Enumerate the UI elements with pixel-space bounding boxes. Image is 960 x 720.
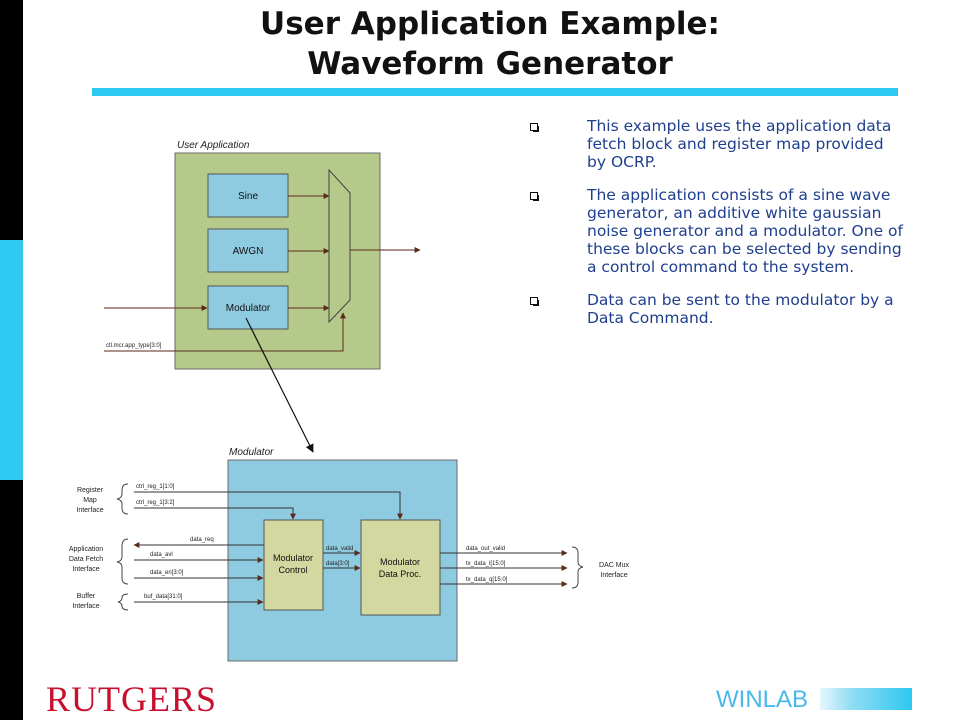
modulator-control-block [263,519,324,611]
modulator-dataproc-label-2: Data Proc. [379,569,422,579]
bullet-box-icon [530,123,539,132]
app-fetch-label-1: Application [69,546,103,553]
app-fetch-label-3: Interface [72,566,99,573]
winlab-logo-bar [820,688,912,710]
bullet-text: The application consists of a sine wave … [587,186,903,276]
ctrl-reg-3-2-line [134,507,296,520]
buffer-label-1: Buffer [77,593,96,600]
app-fetch-brace [116,538,129,585]
data-en-label: data_en[3:0] [150,570,184,576]
left-accent-highlight [0,240,23,480]
user-app-title: User Application [177,140,250,151]
awgn-label: AWGN [233,246,264,257]
tx-data-q-label: tx_data_q[15:0] [466,577,508,583]
sine-label: Sine [238,191,258,202]
data-valid-label: data_valid [326,546,353,552]
buffer-label-2: Interface [72,603,99,610]
mux-select-line [104,312,346,352]
sine-block [207,173,289,218]
modulator-control-label-1: Modulator [273,553,313,563]
bullet-text: Data can be sent to the modulator by a D… [587,291,894,327]
modulator-label: Modulator [226,303,271,314]
title-underline [92,88,898,96]
bullet-item: Data can be sent to the modulator by a D… [530,291,905,327]
buf-data-label: buf_data[31:0] [144,594,183,600]
bullet-item: The application consists of a sine wave … [530,186,905,276]
register-map-label-1: Register [77,487,104,494]
buffer-brace [117,593,129,611]
register-map-label-2: Map [83,497,97,504]
dac-mux-label-1: DAC Mux [599,562,629,569]
rutgers-logo: RUTGERS [46,679,217,719]
bullet-item: This example uses the application data f… [530,117,905,171]
rutgers-logo-text: RUTGERS [46,679,218,719]
register-map-label-3: Interface [76,507,103,514]
modulator-control-label-2: Control [278,565,307,575]
ctrl-reg-1-0-label: ctrl_reg_1[1:0] [136,484,175,490]
dac-mux-label-2: Interface [600,572,627,579]
slide-title-line-1: User Application Example: [260,6,720,42]
register-map-brace [116,483,129,515]
data-out-valid-label: data_out_valid [466,546,505,552]
modulator-detail-title: Modulator [229,447,274,458]
control-signal-label: ctl.mcr.app_type[3:0] [106,343,162,349]
app-fetch-label-2: Data Fetch [69,556,103,563]
tx-data-i-label: tx_data_i[15:0] [466,561,506,567]
slide-title: User Application Example: Waveform Gener… [100,4,880,84]
bullet-box-icon [530,297,539,306]
winlab-logo-text: WINLAB [716,686,809,713]
modulator-dataproc-block [360,519,441,616]
data-avl-label: data_avl [150,552,173,558]
slide-title-line-2: Waveform Generator [307,46,673,82]
mux-shape [328,168,351,324]
data-req-label: data_req [190,537,214,543]
bullet-box-icon [530,192,539,201]
bullet-list: This example uses the application data f… [530,117,905,342]
awgn-block [207,228,289,273]
ctrl-reg-1-0-line [134,491,403,520]
data-3-0-label: data[3:0] [326,561,350,567]
ctrl-reg-3-2-label: ctrl_reg_1[3:2] [136,500,175,506]
bullet-text: This example uses the application data f… [587,117,892,171]
zoom-arrow [245,317,314,453]
dac-mux-brace [571,546,584,589]
modulator-dataproc-label-1: Modulator [380,557,420,567]
